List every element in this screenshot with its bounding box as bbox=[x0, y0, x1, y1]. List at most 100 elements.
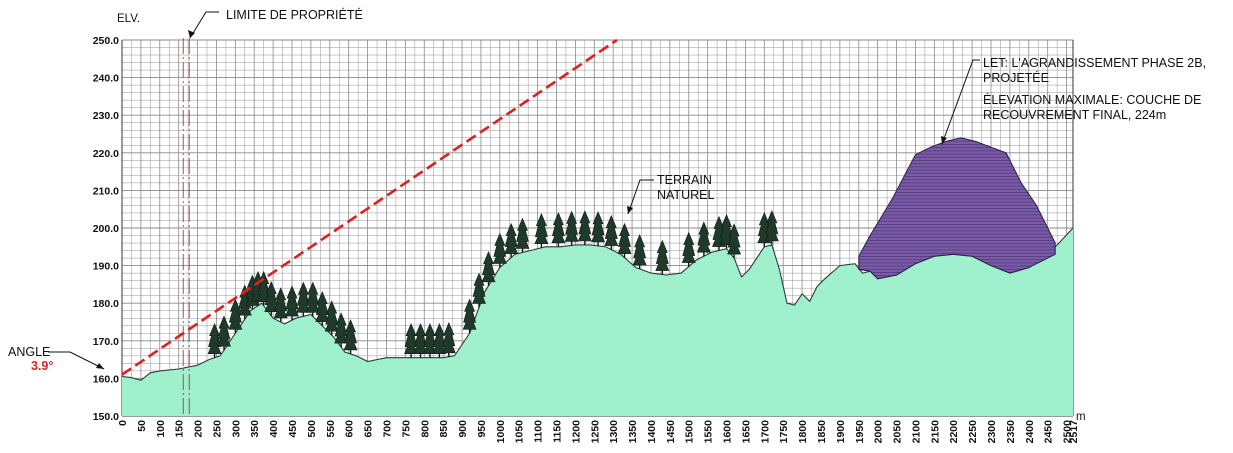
y-tick-label: 240.0 bbox=[93, 73, 119, 85]
x-tick-label: 300 bbox=[230, 420, 242, 438]
x-tick-label: 1950 bbox=[854, 420, 866, 444]
x-tick-label: 1000 bbox=[495, 420, 507, 444]
x-tick-label: 1750 bbox=[778, 420, 790, 444]
x-tick-label: 1050 bbox=[514, 420, 526, 444]
terrain-label-line2: NATUREL bbox=[657, 188, 714, 202]
x-tick-label: 1200 bbox=[570, 420, 582, 444]
tree-symbol bbox=[696, 221, 711, 253]
x-tick-label: 550 bbox=[325, 420, 337, 438]
angle-reference-line bbox=[121, 38, 618, 376]
x-tick-label: 1350 bbox=[627, 420, 639, 444]
landfill-label-line1: LET: L'AGRANDISSEMENT PHASE 2B, bbox=[983, 56, 1206, 70]
tree-symbol bbox=[591, 211, 606, 243]
tree-symbol bbox=[681, 231, 696, 263]
x-tick-label: 1400 bbox=[646, 420, 658, 444]
x-tick-label: 1150 bbox=[552, 420, 564, 443]
landfill-area bbox=[858, 137, 1056, 280]
y-tick-label: 210.0 bbox=[93, 185, 119, 197]
x-tick-label: 2350 bbox=[1005, 420, 1017, 444]
x-tick-label: 1300 bbox=[608, 420, 620, 444]
landfill-label-line3: ÉLEVATION MAXIMALE: COUCHE DE bbox=[983, 92, 1201, 107]
x-axis-unit: m bbox=[1076, 411, 1086, 423]
x-tick-label: 1250 bbox=[589, 420, 601, 444]
x-tick-label: 650 bbox=[363, 420, 375, 438]
x-tick-label: 1650 bbox=[740, 420, 752, 444]
x-tick-label: 150 bbox=[174, 420, 186, 438]
tree-symbol bbox=[305, 281, 320, 313]
tree-symbols bbox=[207, 210, 779, 358]
landfill-arrowhead bbox=[941, 136, 947, 144]
tree-symbol bbox=[492, 232, 507, 264]
reference-lines bbox=[121, 38, 618, 416]
y-tick-label: 190.0 bbox=[93, 261, 119, 273]
terrain-arrowhead bbox=[627, 206, 633, 214]
y-tick-label: 220.0 bbox=[93, 148, 119, 160]
terrain-label-line1: TERRAIN bbox=[657, 173, 712, 187]
tree-symbol bbox=[481, 251, 496, 283]
tree-symbol bbox=[441, 321, 456, 354]
property-limit-leader bbox=[189, 11, 219, 39]
x-tick-label: 1100 bbox=[533, 420, 545, 443]
axis-ticks: 150.0160.0170.0180.0190.0200.0210.0220.0… bbox=[93, 35, 1080, 443]
landfill-label-line2: PROJETÉE bbox=[983, 70, 1049, 85]
tree-symbol bbox=[577, 210, 592, 242]
y-tick-label: 160.0 bbox=[93, 373, 119, 385]
x-tick-label: 1600 bbox=[722, 420, 734, 444]
x-tick-label: 2150 bbox=[929, 420, 941, 444]
chart-areas bbox=[121, 137, 1074, 416]
x-tick-label: 2500 bbox=[1062, 420, 1074, 444]
tree-symbol bbox=[285, 285, 299, 317]
x-tick-label: 850 bbox=[438, 420, 450, 438]
x-tick-label: 2450 bbox=[1043, 420, 1055, 444]
x-tick-label: 2100 bbox=[910, 420, 922, 444]
y-axis-label: ELV. bbox=[117, 13, 140, 25]
tree-symbol bbox=[315, 290, 330, 323]
y-tick-label: 230.0 bbox=[93, 110, 119, 122]
landfill-label-line4: RECOUVREMENT FINAL, 224m bbox=[983, 108, 1166, 122]
tree-symbol bbox=[655, 239, 670, 271]
property-limit-arrowhead bbox=[188, 30, 195, 38]
x-tick-label: 50 bbox=[136, 420, 148, 432]
angle-arrowhead bbox=[96, 363, 104, 369]
terrain-leader bbox=[627, 179, 654, 215]
tree-symbol bbox=[534, 212, 549, 245]
property-limit-label: LIMITE DE PROPRIÉTÉ bbox=[226, 7, 363, 22]
tree-symbol bbox=[324, 300, 339, 332]
x-tick-label: 600 bbox=[344, 420, 356, 438]
x-tick-label: 2050 bbox=[892, 420, 904, 444]
x-tick-label: 250 bbox=[211, 420, 223, 438]
y-tick-label: 200.0 bbox=[93, 223, 119, 235]
x-tick-label: 950 bbox=[476, 420, 488, 438]
x-tick-label: 1700 bbox=[759, 420, 771, 444]
tree-symbol bbox=[462, 298, 477, 330]
x-tick-label: 500 bbox=[306, 420, 318, 438]
tree-symbol bbox=[515, 217, 530, 249]
x-tick-label: 2400 bbox=[1024, 420, 1036, 444]
x-tick-label: 1800 bbox=[797, 420, 809, 444]
y-tick-label: 250.0 bbox=[93, 35, 119, 47]
x-tick-label: 200 bbox=[193, 420, 205, 438]
x-tick-label: 2000 bbox=[873, 420, 885, 444]
x-tick-label: 400 bbox=[268, 420, 280, 438]
x-tick-label: 900 bbox=[457, 420, 469, 438]
x-tick-label: 350 bbox=[249, 420, 261, 438]
x-tick-label: 0 bbox=[117, 420, 129, 426]
x-tick-label: 1900 bbox=[835, 420, 847, 444]
landfill-leader bbox=[941, 59, 980, 145]
angle-value: 3.9° bbox=[31, 359, 53, 373]
x-tick-label: 800 bbox=[419, 420, 431, 438]
x-tick-label: 1850 bbox=[816, 420, 828, 444]
tree-symbol bbox=[217, 315, 231, 347]
x-tick-label: 1500 bbox=[684, 420, 696, 444]
terrain-area bbox=[122, 228, 1073, 416]
x-tick-label: 700 bbox=[381, 420, 393, 438]
angle-label: ANGLE bbox=[8, 345, 50, 359]
x-tick-label: 750 bbox=[400, 420, 412, 438]
x-tick-label: 1450 bbox=[665, 420, 677, 444]
tree-symbol bbox=[604, 214, 619, 246]
x-tick-label: 1550 bbox=[703, 420, 715, 444]
y-tick-label: 170.0 bbox=[93, 336, 119, 348]
tree-symbol bbox=[564, 210, 579, 242]
x-tick-label: 2200 bbox=[948, 420, 960, 444]
